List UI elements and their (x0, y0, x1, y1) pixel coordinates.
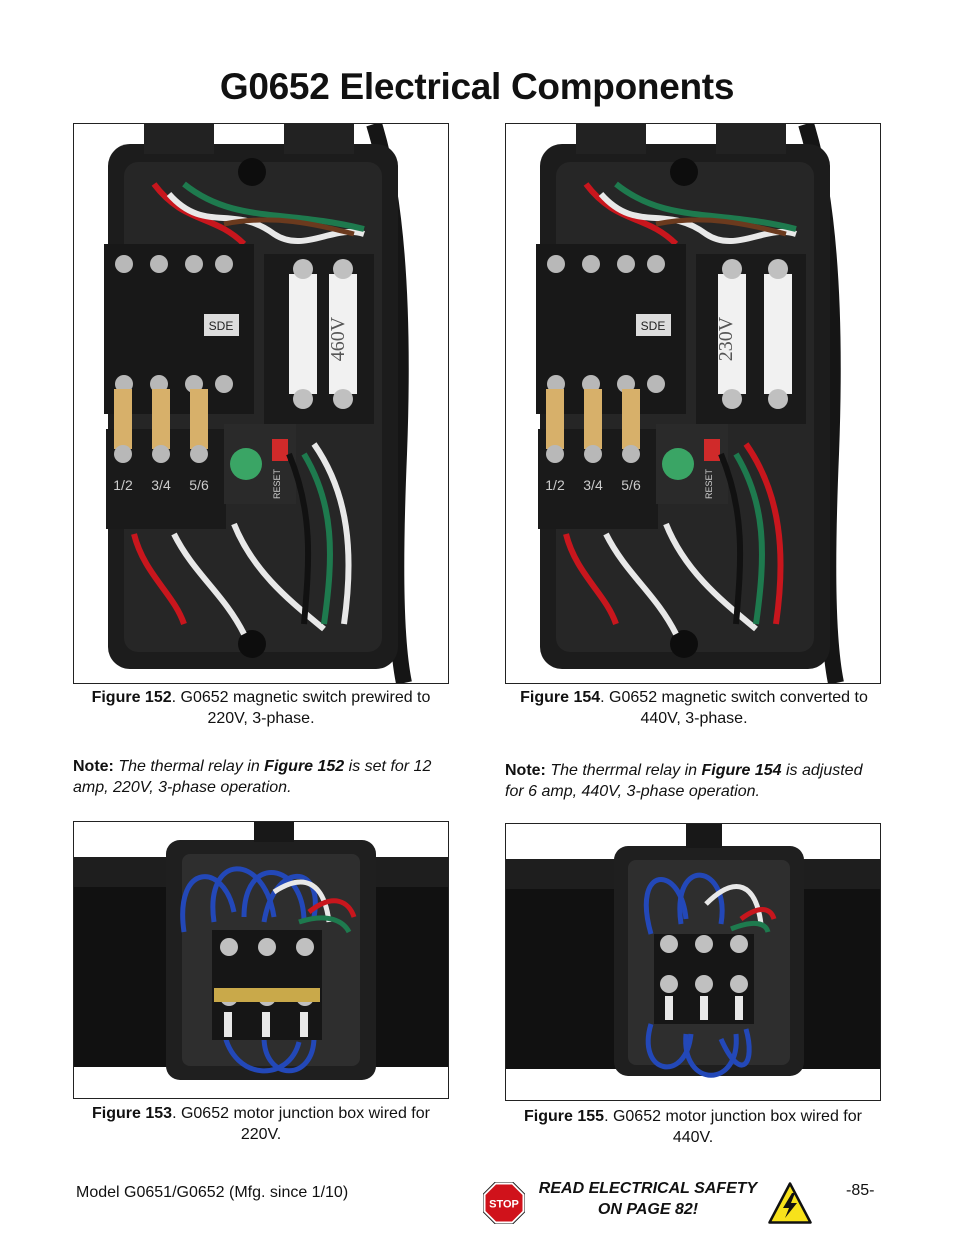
note-figure-152: Note: The thermal relay in Figure 152 is… (73, 756, 457, 798)
fig154-reset-label: RESET (704, 468, 714, 499)
figure-153-photo (73, 821, 449, 1099)
footer-warning-line1: READ ELECTRICAL SAFETY (538, 1180, 758, 1197)
fig154-fuse-label: 230V (715, 316, 737, 361)
figure-153-caption-text: . G0652 motor junction box wired for 220… (172, 1105, 430, 1143)
note-text-post: is adjusted for 6 amp, 440V, 3-phase ope… (505, 762, 863, 800)
fig152-thermal-1: 1/2 (113, 477, 133, 493)
note-figure-ref: Figure 152 (264, 758, 345, 775)
figure-152-caption-text: . G0652 magnetic switch prewired to 220V… (171, 689, 431, 727)
figure-152-label: Figure 152 (91, 689, 172, 706)
figure-155-label: Figure 155 (524, 1108, 605, 1125)
fig152-thermal-2: 3/4 (151, 477, 171, 493)
note-text-pre: The thermal relay in (113, 758, 265, 775)
fig154-brand: SDE (641, 319, 666, 333)
footer-model: Model G0651/G0652 (Mfg. since 1/10) (76, 1184, 349, 1201)
fig152-fuse-label: 460V (327, 316, 349, 361)
figure-154-caption: Figure 154. G0652 magnetic switch conver… (505, 687, 883, 729)
fig154-thermal-2: 3/4 (583, 477, 603, 493)
figure-154-caption-text: . G0652 magnetic switch converted to 440… (600, 689, 868, 727)
footer-warning-line2: ON PAGE 82! (597, 1201, 699, 1218)
note-figure-ref: Figure 154 (701, 762, 782, 779)
figure-154-label: Figure 154 (520, 689, 601, 706)
figure-155-caption: Figure 155. G0652 motor junction box wir… (505, 1106, 881, 1148)
figure-155-photo (505, 823, 881, 1101)
electrical-hazard-icon (768, 1182, 812, 1224)
note-text-pre: The therrmal relay in (545, 762, 702, 779)
fig152-thermal-3: 5/6 (189, 477, 209, 493)
stop-sign-text: STOP (489, 1199, 519, 1211)
note-lead: Note: (73, 758, 114, 775)
fig154-thermal-1: 1/2 (545, 477, 565, 493)
fig152-brand: SDE (209, 319, 234, 333)
stop-sign-icon: STOP (483, 1182, 525, 1224)
fig152-reset-label: RESET (272, 468, 282, 499)
figure-153-label: Figure 153 (92, 1105, 173, 1122)
page-number: -85- (846, 1182, 875, 1199)
note-text-post: is set for 12 amp, 220V, 3-phase operati… (73, 758, 432, 796)
note-lead: Note: (505, 762, 546, 779)
figure-153-caption: Figure 153. G0652 motor junction box wir… (74, 1103, 448, 1145)
figure-152-photo: SDE 460V 1/2 3/4 5/6 RESET (73, 123, 449, 684)
note-figure-154: Note: The therrmal relay in Figure 154 i… (505, 760, 885, 802)
figure-155-caption-text: . G0652 motor junction box wired for 440… (604, 1108, 862, 1146)
fig154-thermal-3: 5/6 (621, 477, 641, 493)
figure-152-caption: Figure 152. G0652 magnetic switch prewir… (74, 687, 448, 729)
footer-warning: READ ELECTRICAL SAFETY ON PAGE 82! (526, 1178, 770, 1220)
figure-154-photo: SDE 230V 1/2 3/4 5/6 RESET (505, 123, 881, 684)
page-title: G0652 Electrical Components (219, 66, 735, 107)
